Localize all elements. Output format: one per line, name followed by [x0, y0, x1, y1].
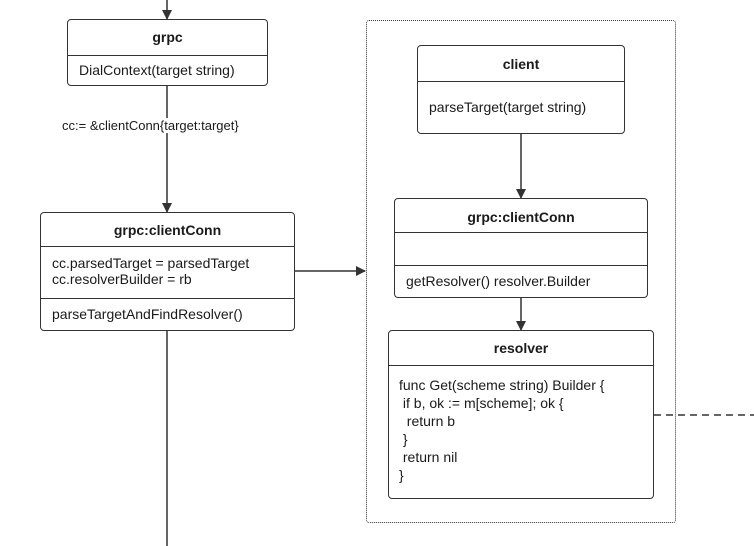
grpc-to-clientconn-label: cc:= &clientConn{target:target} — [60, 118, 241, 133]
grpc-node-title: grpc — [152, 29, 183, 45]
grpc-node[interactable]: grpc DialContext(target string) — [67, 19, 268, 86]
clientconn-left-method: parseTargetAndFindResolver() — [52, 306, 243, 322]
resolution-group-container — [366, 20, 676, 523]
resolver-code-line: return nil — [399, 449, 458, 465]
resolver-node-title: resolver — [493, 340, 549, 356]
resolver-code-line: if b, ok := m[scheme]; ok { — [399, 395, 564, 411]
clientconn-left-title: grpc:clientConn — [113, 222, 222, 238]
resolver-code-line: func Get(scheme string) Builder { — [399, 377, 605, 393]
clientconn-right-methods: getResolver() resolver.Builder — [395, 265, 647, 297]
resolver-node-body: func Get(scheme string) Builder { if b, … — [389, 365, 653, 498]
client-node-methods: parseTarget(target string) — [418, 81, 624, 133]
resolver-code-line: } — [399, 431, 408, 447]
clientconn-left-fields: cc.parsedTarget = parsedTarget cc.resolv… — [41, 246, 294, 298]
clientconn-right-node[interactable]: grpc:clientConn getResolver() resolver.B… — [394, 198, 648, 298]
client-parsetarget-method: parseTarget(target string) — [429, 99, 587, 115]
clientconn-right-fields — [395, 232, 647, 265]
clientconn-left-field: cc.resolverBuilder = rb — [52, 271, 192, 287]
grpc-node-methods: DialContext(target string) — [68, 55, 267, 85]
resolver-node[interactable]: resolver func Get(scheme string) Builder… — [388, 330, 654, 499]
clientconn-left-field: cc.parsedTarget = parsedTarget — [52, 255, 250, 271]
client-node-title: client — [502, 56, 540, 72]
resolver-code-line: } — [399, 467, 404, 483]
clientconn-right-method: getResolver() resolver.Builder — [406, 273, 591, 289]
client-node[interactable]: client parseTarget(target string) — [417, 45, 625, 134]
clientconn-right-title: grpc:clientConn — [467, 209, 575, 225]
resolver-code-line: return b — [399, 413, 456, 429]
resolver-code-block: func Get(scheme string) Builder { if b, … — [389, 376, 653, 484]
grpc-dialcontext-method: DialContext(target string) — [79, 62, 235, 78]
clientconn-left-methods: parseTargetAndFindResolver() — [41, 298, 294, 330]
clientconn-left-node[interactable]: grpc:clientConn cc.parsedTarget = parsed… — [40, 212, 295, 331]
